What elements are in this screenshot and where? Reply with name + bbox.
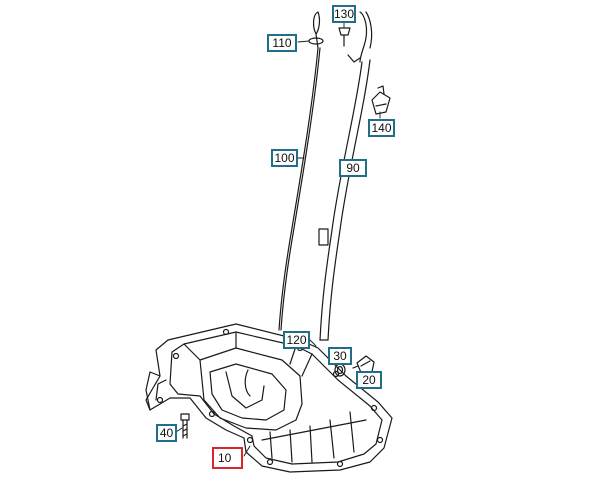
callout-10[interactable]: 10	[212, 447, 243, 469]
callout-130[interactable]: 130	[332, 5, 356, 23]
callout-40[interactable]: 40	[156, 424, 177, 442]
dipstick-part	[278, 11, 321, 331]
leader-lines	[175, 21, 381, 457]
bolt-part-40	[180, 413, 190, 439]
callout-120[interactable]: 120	[283, 331, 310, 349]
callout-140[interactable]: 140	[368, 119, 395, 137]
screw-part-130	[338, 27, 351, 47]
o-ring-part-110	[308, 37, 324, 45]
callout-90[interactable]: 90	[339, 159, 367, 177]
dipstick-guide-tube-part	[318, 11, 373, 341]
callout-110[interactable]: 110	[267, 34, 297, 52]
oil-pan-part	[145, 323, 393, 473]
callout-100[interactable]: 100	[271, 149, 298, 167]
clip-part-140	[371, 85, 391, 115]
callout-20[interactable]: 20	[356, 371, 382, 389]
callout-30[interactable]: 30	[328, 347, 352, 365]
